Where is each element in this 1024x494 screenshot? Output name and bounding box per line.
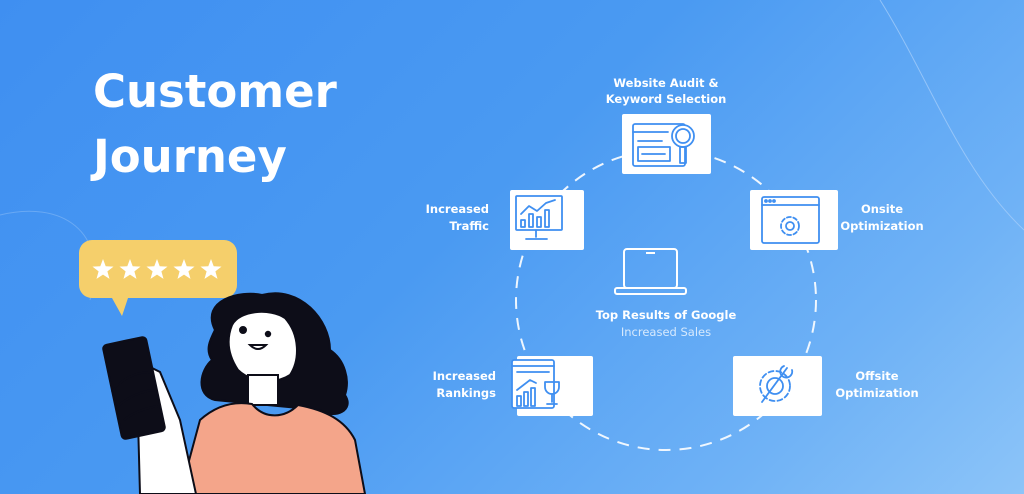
five-star-rating [92, 259, 222, 279]
woman-illustration [102, 292, 367, 494]
rating-bubble [79, 240, 237, 316]
step-onsite-card [750, 190, 838, 250]
center-subtitle: Increased Sales [621, 325, 711, 339]
decor-curve [879, 0, 1024, 231]
website-search-icon [632, 123, 695, 167]
step-website-audit-card [622, 114, 711, 174]
step-rankings-label-1: Increased [433, 369, 496, 383]
star-icon [200, 259, 222, 279]
step-rankings-card [511, 356, 593, 416]
monitor-chart-icon [515, 195, 563, 240]
page-title-line2: Journey [90, 130, 287, 183]
step-offsite-label-1: Offsite [855, 369, 898, 383]
star-icon [119, 259, 141, 279]
step-offsite-card [733, 356, 822, 416]
chart-trophy-icon [511, 359, 560, 409]
browser-gear-icon [761, 196, 820, 244]
step-website-audit-label-2: Keyword Selection [606, 92, 727, 106]
page-title-line1: Customer [93, 65, 338, 118]
gear-wrench-icon [759, 365, 794, 403]
step-website-audit-label-1: Website Audit & [613, 76, 718, 90]
step-rankings-label-2: Rankings [436, 386, 496, 400]
step-traffic-label-1: Increased [426, 202, 489, 216]
laptop-icon [614, 248, 687, 295]
star-icon [92, 259, 114, 279]
center-title: Top Results of Google [596, 308, 737, 322]
step-onsite-label-2: Optimization [840, 219, 923, 233]
star-icon [146, 259, 168, 279]
step-traffic-card [510, 190, 584, 250]
step-onsite-label-1: Onsite [861, 202, 903, 216]
journey-cycle-ring [515, 149, 817, 451]
step-offsite-label-2: Optimization [835, 386, 918, 400]
step-traffic-label-2: Traffic [449, 219, 489, 233]
star-icon [173, 259, 195, 279]
